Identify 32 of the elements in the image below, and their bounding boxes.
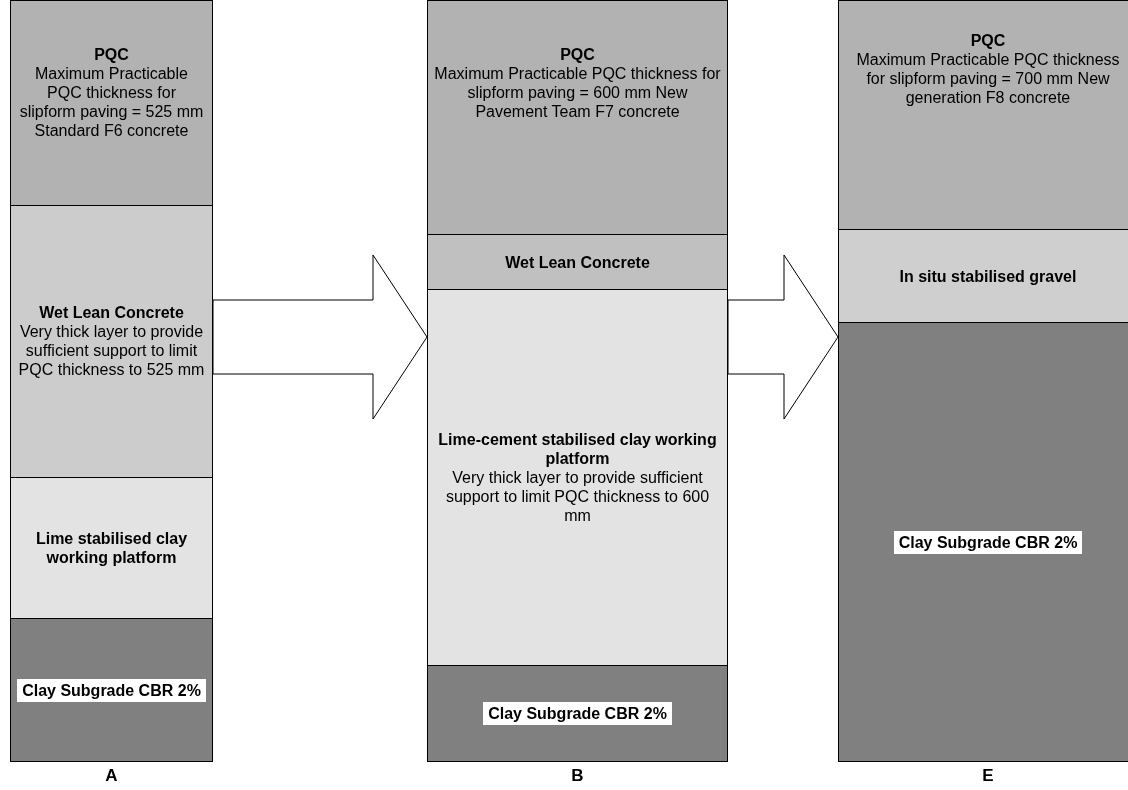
pavement-layer [839, 230, 1128, 324]
layer-heading: Lime-cement stabilised clay working platform [437, 430, 718, 469]
pavement-layer [11, 1, 212, 206]
layer-description: Maximum Practicable PQC thickness for slipform paving = 600 mm New Pavement Team F7 concrete [434, 64, 721, 121]
pavement-layer [428, 235, 727, 291]
pavement-layer [428, 666, 727, 761]
layer-heading: Wet Lean Concrete [505, 252, 650, 272]
pavement-layer [839, 323, 1128, 761]
column-letter: A [104, 766, 119, 786]
block-arrow [727, 254, 839, 420]
layer-description: Very thick layer to provide sufficient support to limit PQC thickness to 525 mm [17, 322, 206, 380]
layer-heading: PQC [560, 45, 595, 64]
layer-heading: Wet Lean Concrete [39, 303, 184, 323]
layer-heading: PQC [94, 45, 129, 64]
pavement-layer [11, 619, 212, 761]
pavement-layer [428, 1, 727, 236]
column-letter: B [570, 766, 585, 786]
layer-label: Clay Subgrade CBR 2% [17, 678, 206, 702]
pavement-layer [11, 477, 212, 620]
layer-heading: Lime stabilised clay working platform [34, 529, 189, 568]
layer-description: Maximum Practicable PQC thickness for slipform paving = 700 mm New generation F8 concrete [855, 50, 1121, 107]
layer-label: Clay Subgrade CBR 2% [893, 530, 1083, 554]
layer-label: Clay Subgrade CBR 2% [483, 702, 672, 726]
pavement-layer [839, 1, 1128, 231]
layer-description: Maximum Practicable PQC thickness for slipform paving = 525 mm Standard F6 concrete [18, 64, 205, 140]
pavement-layer [11, 205, 212, 478]
layer-heading: In situ stabilised gravel [899, 266, 1077, 286]
layer-description: Very thick layer to provide sufficient support to limit PQC thickness to 600 mm [444, 468, 711, 526]
block-arrow [212, 254, 428, 420]
pavement-layer [428, 290, 727, 667]
layer-heading: PQC [970, 31, 1006, 50]
column-letter: E [981, 766, 995, 786]
